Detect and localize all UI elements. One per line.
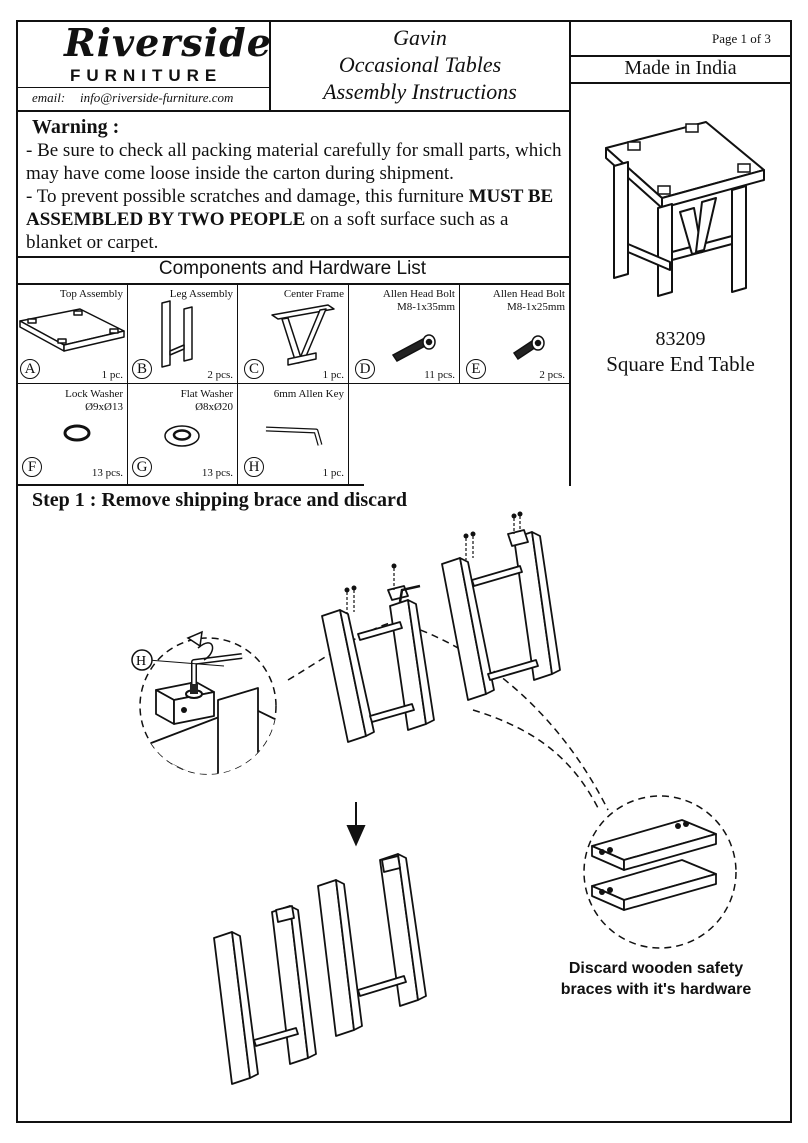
component-qty: 1 pc.: [322, 369, 344, 381]
divider: [16, 383, 571, 384]
divider: [16, 484, 364, 486]
component-letter: A: [20, 359, 40, 379]
step-number: Step 1: [32, 489, 85, 511]
title-line: Assembly Instructions: [323, 79, 517, 104]
component-cell-a: Top Assembly A 1 pc.: [18, 285, 127, 383]
warning-text: - Be sure to check all packing material …: [26, 140, 562, 184]
component-spec: M8-1x35mm: [396, 301, 455, 313]
component-name: Allen Head Bolt: [492, 288, 565, 300]
component-cell-e: Allen Head Bolt M8-1x25mm E 2 pcs.: [460, 285, 569, 383]
product-code: 83209: [655, 328, 706, 350]
component-qty: 13 pcs.: [91, 467, 123, 479]
component-letter: C: [244, 359, 264, 379]
component-qty: 2 pcs.: [539, 369, 565, 381]
component-letter: H: [244, 457, 264, 477]
divider: [569, 55, 792, 57]
discard-line: Discard wooden safety: [568, 960, 744, 977]
callout-letter: H: [136, 654, 146, 669]
table-illustration: [605, 121, 765, 297]
title-line: Gavin: [393, 25, 447, 50]
component-cell-h: 6mm Allen Key H 1 pc.: [238, 385, 348, 484]
divider: [459, 284, 460, 384]
component-name: Allen Head Bolt: [382, 288, 455, 300]
title-line: Occasional Tables: [338, 52, 502, 77]
component-name: Flat Washer: [180, 388, 233, 400]
email-link[interactable]: info@riverside-furniture.com: [80, 90, 234, 105]
divider: [127, 284, 128, 485]
warning-emphasis: MUST BE ASSEMBLED BY TWO PEOPLE: [26, 186, 554, 230]
bolt-long-icon: [391, 334, 436, 362]
component-name: Center Frame: [283, 288, 344, 300]
divider: [16, 87, 270, 88]
component-spec: M8-1x25mm: [506, 301, 565, 313]
center-frame-icon: [271, 304, 335, 366]
leg-assembly-icon: [161, 300, 193, 368]
component-cell-b: Leg Assembly B 2 pcs.: [128, 285, 237, 383]
brand-logo: Riverside: [64, 20, 272, 65]
top-assembly-icon: [19, 308, 125, 352]
warning-title: Warning :: [32, 116, 120, 138]
component-name: Top Assembly: [59, 288, 123, 300]
component-letter: G: [132, 457, 152, 477]
warning-text-part: - To prevent possible scratches and dama…: [26, 186, 469, 207]
component-qty: 1 pc.: [322, 467, 344, 479]
step-title: Step 1 : Remove shipping brace and disca…: [32, 489, 407, 512]
component-name: Lock Washer: [65, 388, 123, 400]
product-name: Square End Table: [606, 352, 755, 376]
divider: [348, 284, 349, 485]
divider: [16, 283, 571, 285]
step-text: : Remove shipping brace and discard: [84, 489, 408, 511]
component-letter: B: [132, 359, 152, 379]
origin-label: Made in India: [624, 57, 737, 79]
component-cell-f: Lock Washer Ø9xØ13 F 13 pcs.: [18, 385, 127, 484]
component-qty: 11 pcs.: [424, 369, 455, 381]
flat-washer-icon: [164, 425, 200, 447]
page-frame: [16, 20, 792, 1123]
component-qty: 13 pcs.: [201, 467, 233, 479]
bolt-short-icon: [512, 335, 545, 361]
document-title: Gavin Occasional Tables Assembly Instruc…: [271, 24, 569, 105]
warning-text: - To prevent possible scratches and dama…: [26, 185, 566, 254]
discard-line: braces with it's hardware: [560, 981, 752, 998]
brand-sub: FURNITURE: [70, 66, 223, 85]
component-spec: Ø9xØ13: [85, 401, 123, 413]
component-letter: E: [466, 359, 486, 379]
divider: [269, 20, 271, 110]
component-spec: Ø8xØ20: [195, 401, 233, 413]
page-number: Page 1 of 3: [712, 31, 771, 46]
divider: [569, 20, 571, 486]
component-cell-g: Flat Washer Ø8xØ20 G 13 pcs.: [128, 385, 237, 484]
lock-washer-icon: [63, 424, 91, 442]
divider: [16, 256, 571, 258]
email-label: email:: [32, 90, 66, 105]
component-letter: D: [355, 359, 375, 379]
discard-note: Discard wooden safety braces with it's h…: [540, 958, 772, 1000]
divider: [237, 284, 238, 485]
divider: [569, 82, 792, 84]
component-qty: 2 pcs.: [207, 369, 233, 381]
component-cell-d: Allen Head Bolt M8-1x35mm D 11 pcs.: [349, 285, 459, 383]
component-letter: F: [22, 457, 42, 477]
allen-key-icon: [265, 426, 323, 446]
component-name: Leg Assembly: [169, 288, 233, 300]
step1-illustration: H: [131, 511, 737, 1085]
component-qty: 1 pc.: [101, 369, 123, 381]
component-name: 6mm Allen Key: [273, 388, 344, 400]
warning-text-part: on a soft surface such as a blanket or c…: [26, 209, 509, 253]
component-cell-c: Center Frame C 1 pc.: [238, 285, 348, 383]
components-title: Components and Hardware List: [158, 258, 427, 279]
warning-block: Warning : - Be sure to check all packing…: [26, 116, 566, 254]
divider: [16, 110, 571, 112]
